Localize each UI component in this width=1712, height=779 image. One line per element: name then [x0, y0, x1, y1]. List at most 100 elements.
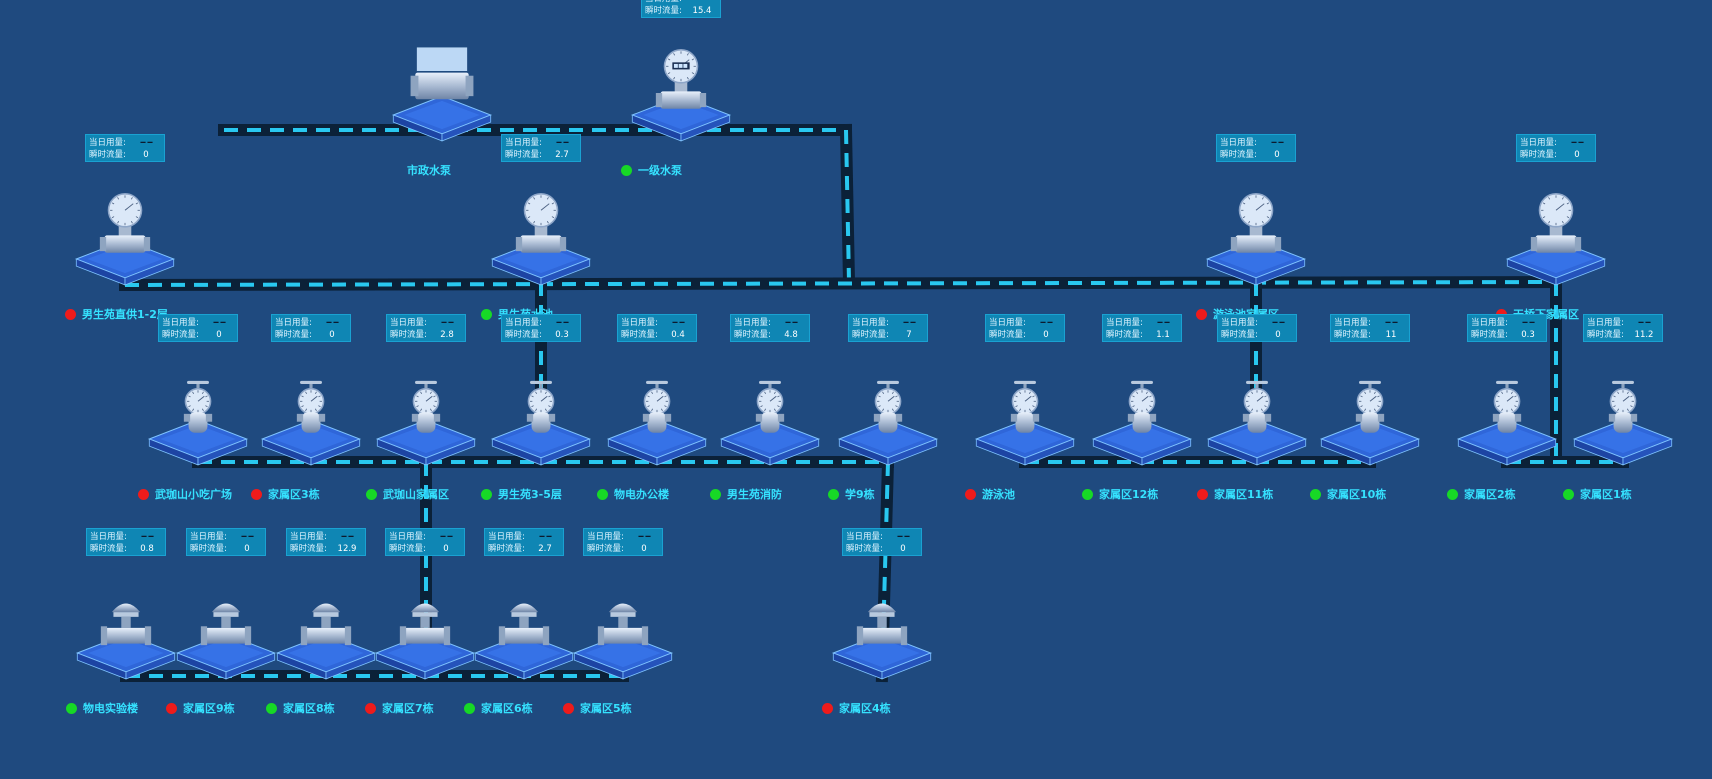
- instant-flow-value: 0: [1275, 330, 1281, 340]
- station-name: 家属区6栋: [481, 702, 533, 715]
- instant-flow-value: 0: [641, 544, 647, 554]
- platform-base: [1572, 419, 1674, 466]
- daily-usage-label: 当日用量:: [488, 532, 525, 542]
- flow-meter-icon: [1456, 380, 1558, 466]
- station-label[interactable]: 家属区9栋: [166, 700, 326, 716]
- platform-base: [974, 419, 1076, 466]
- instant-flow-label: 瞬时流量:: [389, 544, 426, 554]
- station-label[interactable]: 男生苑直供1-2层: [65, 306, 225, 322]
- daily-usage-label: 当日用量:: [734, 318, 771, 328]
- daily-usage-value: -- --: [1637, 318, 1651, 328]
- station-name: 家属区7栋: [382, 702, 434, 715]
- instant-flow-value: 11.2: [1634, 330, 1654, 340]
- station-name: 家属区9栋: [183, 702, 235, 715]
- station-label[interactable]: 武珈山小吃广场: [138, 486, 298, 502]
- platform-base: [1319, 419, 1421, 466]
- valve-body: [498, 603, 550, 646]
- station-name: 家属区4栋: [839, 702, 891, 715]
- valve-body: [597, 603, 649, 646]
- reading-panel: 当日用量:-- --瞬时流量:2.8: [386, 314, 466, 342]
- station-label[interactable]: 男生苑消防: [710, 486, 870, 502]
- daily-usage-value: -- --: [784, 318, 798, 328]
- station-label[interactable]: 市政水泵: [382, 162, 567, 178]
- valve-meter-body: [1355, 380, 1385, 433]
- platform-base: [606, 419, 708, 466]
- station-label[interactable]: 家属区7栋: [365, 700, 525, 716]
- flow-meter-icon: [1205, 193, 1307, 286]
- instant-flow-label: 瞬时流量:: [1334, 330, 1371, 340]
- flow-meter-icon: [1572, 380, 1674, 466]
- daily-usage-label: 当日用量:: [275, 318, 312, 328]
- valve-body: [300, 603, 352, 646]
- reading-panel: 当日用量:-- --瞬时流量:11: [1330, 314, 1410, 342]
- station-label[interactable]: 家属区3栋: [251, 486, 411, 502]
- daily-usage-value: -- --: [538, 532, 552, 542]
- instant-flow-value: 0: [900, 544, 906, 554]
- platform-base: [147, 419, 249, 466]
- instant-flow-label: 瞬时流量:: [852, 330, 889, 340]
- station-label[interactable]: 学9栋: [828, 486, 988, 502]
- status-ok-indicator: [481, 488, 492, 500]
- daily-usage-value: -- --: [1156, 318, 1170, 328]
- instant-flow-value: 0: [1574, 150, 1580, 160]
- status-ok-indicator: [481, 308, 492, 320]
- station-label[interactable]: 一级水泵: [621, 162, 781, 178]
- station-label[interactable]: 家属区10栋: [1310, 486, 1470, 502]
- station-label[interactable]: 游泳池: [965, 486, 1125, 502]
- station-label[interactable]: 男生苑3-5层: [481, 486, 641, 502]
- instant-flow-value: 0: [329, 330, 335, 340]
- meter-body: [1530, 193, 1582, 253]
- station-label[interactable]: 家属区2栋: [1447, 486, 1607, 502]
- valve-meter-body: [411, 380, 441, 433]
- instant-flow-value: 0: [1274, 150, 1280, 160]
- station-label[interactable]: 家属区11栋: [1197, 486, 1357, 502]
- station-label[interactable]: 物电实验楼: [66, 700, 226, 716]
- valve-meter-body: [1127, 380, 1157, 433]
- reading-panel: 当日用量:-- --瞬时流量:2.7: [501, 134, 581, 162]
- pump-icon: [391, 47, 493, 142]
- flow-meter-icon: [1091, 380, 1193, 466]
- station-label[interactable]: 物电办公楼: [597, 486, 757, 502]
- station-label[interactable]: 家属区8栋: [266, 700, 426, 716]
- daily-usage-label: 当日用量:: [846, 532, 883, 542]
- instant-flow-value: 0: [216, 330, 222, 340]
- station-label[interactable]: 家属区5栋: [563, 700, 723, 716]
- daily-usage-label: 当日用量:: [1520, 138, 1557, 148]
- status-ok-indicator: [1447, 488, 1458, 500]
- station-name: 家属区3栋: [268, 488, 320, 501]
- reading-panel: 当日用量:-- --瞬时流量:11.2: [1583, 314, 1663, 342]
- station-name: 男生苑3-5层: [498, 488, 562, 501]
- reading-panel: 当日用量:-- --瞬时流量:0: [842, 528, 922, 556]
- status-ok-indicator: [710, 488, 721, 500]
- valve-meter-body: [755, 380, 785, 433]
- daily-usage-value: -- --: [1521, 318, 1535, 328]
- meter-body: [99, 193, 151, 253]
- valve-meter-body: [1010, 380, 1040, 433]
- station-label[interactable]: 家属区1栋: [1563, 486, 1712, 502]
- daily-usage-label: 当日用量:: [505, 318, 542, 328]
- daily-usage-label: 当日用量:: [505, 138, 542, 148]
- valve-meter-body: [183, 380, 213, 433]
- status-ok-indicator: [597, 488, 608, 500]
- flow-meter-icon: [74, 193, 176, 286]
- daily-usage-value: -- --: [555, 138, 569, 148]
- station-label[interactable]: 家属区12栋: [1082, 486, 1242, 502]
- platform-base: [375, 419, 477, 466]
- daily-usage-value: -- --: [1384, 318, 1398, 328]
- station-label[interactable]: 家属区4栋: [822, 700, 982, 716]
- station-label[interactable]: 武珈山家属区: [366, 486, 526, 502]
- station-label[interactable]: 家属区6栋: [464, 700, 624, 716]
- flow-meter-icon: [719, 380, 821, 466]
- daily-usage-label: 当日用量:: [162, 318, 199, 328]
- station-name: 家属区8栋: [283, 702, 335, 715]
- instant-flow-label: 瞬时流量:: [1471, 330, 1508, 340]
- reading-panel: 当日用量:-- --瞬时流量:0: [186, 528, 266, 556]
- instant-flow-label: 瞬时流量:: [989, 330, 1026, 340]
- flow-meter-icon: [974, 380, 1076, 466]
- status-alarm-indicator: [138, 488, 149, 500]
- status-ok-indicator: [266, 702, 277, 714]
- daily-usage-label: 当日用量:: [989, 318, 1026, 328]
- instant-flow-value: 0.3: [1521, 330, 1535, 340]
- daily-usage-label: 当日用量:: [1221, 318, 1258, 328]
